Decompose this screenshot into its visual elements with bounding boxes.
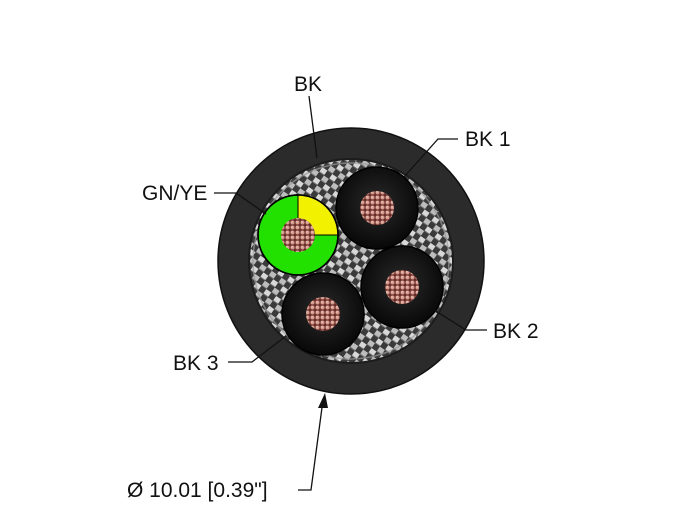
core-bk-1 [335,166,419,250]
core-bk-2-conductor [385,270,419,304]
leader-bk-3 [228,335,287,363]
label-gn-ye: GN/YE [142,182,207,205]
label-bk-1: BK 1 [465,128,511,151]
core-bk-2 [360,245,444,329]
core-bk-1-conductor [360,191,394,225]
label-bk-3: BK 3 [173,352,219,375]
core-bk-3-conductor [306,297,340,331]
core-gn-ye-conductor [281,218,315,252]
core-bk-3 [281,272,365,356]
label-bk-2: BK 2 [493,320,539,343]
leader-bk-2 [433,309,487,331]
shield-inner-ring [252,162,450,360]
leader-gn-ye [214,192,267,215]
label-bk: BK [294,73,322,96]
leader-diameter [298,399,324,491]
leader-bk [308,95,318,159]
label-diameter: Ø 10.01 [0.39"] [127,479,268,502]
diameter-arrowhead [318,393,328,408]
leader-bk-1 [403,138,458,178]
core-gn-ye [257,194,339,276]
